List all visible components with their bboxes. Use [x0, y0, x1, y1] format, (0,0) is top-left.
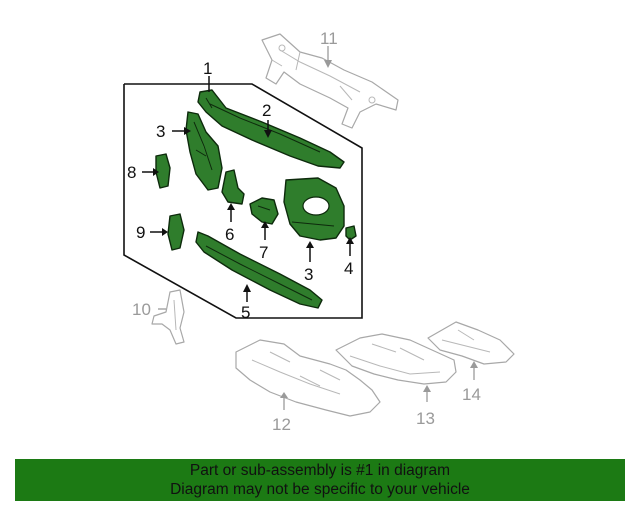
part-3-right-side-support	[283, 177, 345, 241]
part-13-engine-under-cover	[335, 333, 457, 385]
callout-12: 12	[272, 415, 291, 434]
callout-4: 4	[344, 259, 353, 278]
callout-8: 8	[127, 163, 136, 182]
callout-3-left: 3	[156, 122, 165, 141]
part-14-engine-under-cover	[427, 321, 515, 365]
parts-diagram: 11 1 2 3 8 6 7 3	[123, 29, 515, 434]
callout-3-right: 3	[304, 265, 313, 284]
callout-6: 6	[225, 225, 234, 244]
callout-1: 1	[203, 59, 212, 78]
callout-14: 14	[462, 385, 481, 404]
assembly-outline	[123, 83, 363, 319]
callout-7: 7	[259, 243, 268, 262]
callout-10: 10	[132, 300, 151, 319]
callout-11: 11	[320, 29, 338, 48]
part-1-upper-tie-bar	[197, 89, 345, 169]
callout-13: 13	[416, 409, 435, 428]
part-9-bracket	[167, 213, 185, 251]
part-12-engine-under-cover	[235, 339, 381, 417]
disclaimer-banner: Part or sub-assembly is #1 in diagram Di…	[15, 459, 625, 501]
part-6-center-brace	[221, 169, 245, 205]
part-4-clip	[345, 225, 357, 241]
part-10-bracket	[151, 289, 185, 345]
part-11-support-bracket	[261, 33, 399, 129]
part-3-left-side-support	[185, 111, 223, 191]
part-8-bracket	[155, 153, 171, 189]
callout-5: 5	[241, 303, 250, 322]
part-5-lower-tie-bar	[195, 231, 323, 309]
banner-line-2: Diagram may not be specific to your vehi…	[170, 481, 470, 498]
banner-line-1: Part or sub-assembly is #1 in diagram	[189, 462, 451, 479]
callout-9: 9	[136, 223, 145, 242]
callout-2: 2	[262, 101, 271, 120]
part-7-reinforcement	[249, 197, 279, 225]
